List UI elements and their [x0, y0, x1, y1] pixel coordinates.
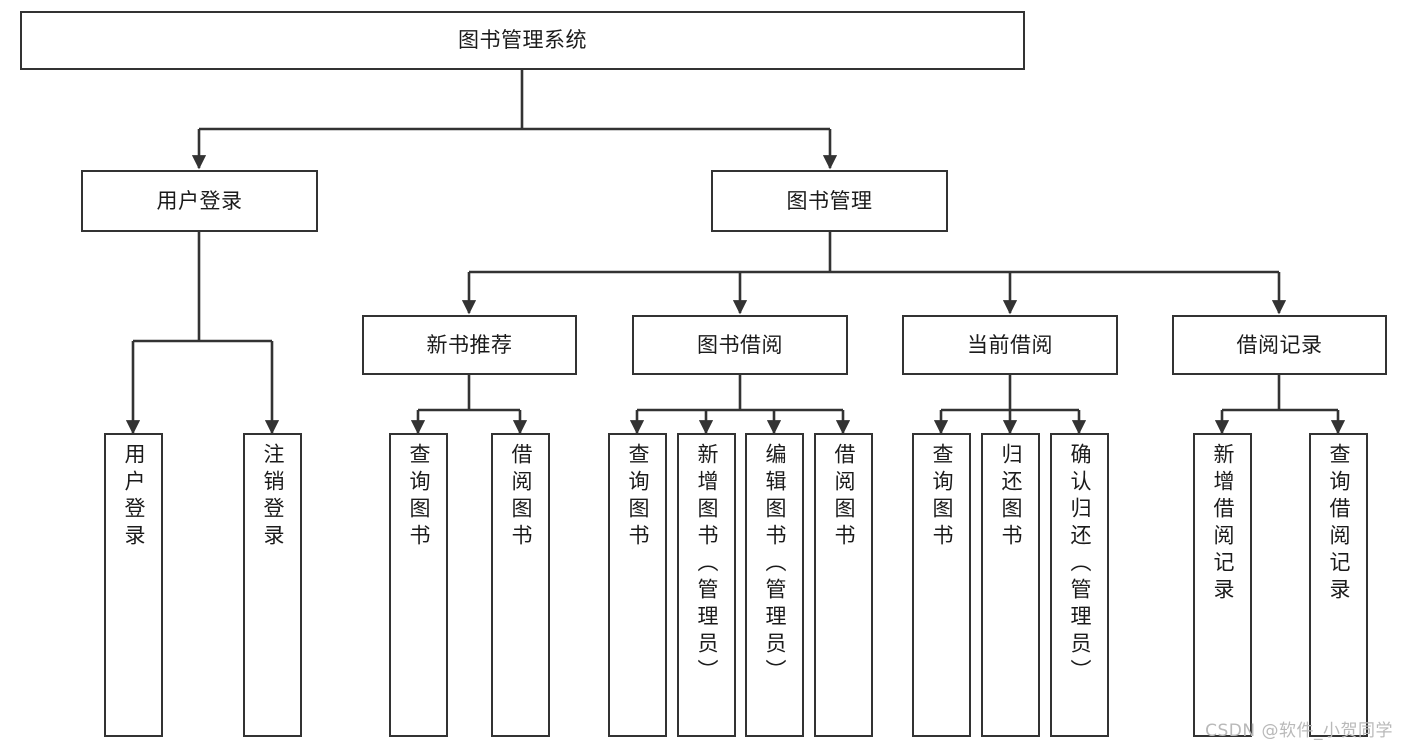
leaf-borrow-query-book[interactable]: 查询图书: [608, 433, 667, 737]
node-label: 图书管理: [786, 188, 873, 213]
leaf-record-add[interactable]: 新增借阅记录: [1193, 433, 1252, 737]
node-label: 编辑图书（管理员）: [763, 443, 787, 686]
leaf-borrow-borrow-book[interactable]: 借阅图书: [814, 433, 873, 737]
leaf-new-book-borrow[interactable]: 借阅图书: [491, 433, 550, 737]
node-label: 归还图书: [999, 443, 1023, 551]
leaf-current-query-book[interactable]: 查询图书: [912, 433, 971, 737]
leaf-logout[interactable]: 注销登录: [243, 433, 302, 737]
node-book-management[interactable]: 图书管理: [711, 170, 948, 232]
node-label: 查询图书: [407, 443, 431, 551]
node-label: 图书管理系统: [458, 28, 587, 53]
node-label: 用户登录: [156, 188, 243, 213]
node-label: 查询图书: [626, 443, 650, 551]
leaf-borrow-add-book[interactable]: 新增图书（管理员）: [677, 433, 736, 737]
leaf-borrow-edit-book[interactable]: 编辑图书（管理员）: [745, 433, 804, 737]
node-label: 用户登录: [122, 443, 146, 551]
node-label: 确认归还（管理员）: [1068, 443, 1092, 686]
watermark: CSDN @软件_小贺同学: [1205, 721, 1393, 741]
node-label: 当前借阅: [967, 332, 1053, 357]
leaf-current-return-book[interactable]: 归还图书: [981, 433, 1040, 737]
node-current-borrow[interactable]: 当前借阅: [902, 315, 1118, 375]
leaf-current-confirm-return[interactable]: 确认归还（管理员）: [1050, 433, 1109, 737]
node-label: 借阅记录: [1236, 332, 1323, 357]
node-label: 新增图书（管理员）: [695, 443, 719, 686]
leaf-new-book-query[interactable]: 查询图书: [389, 433, 448, 737]
node-label: 新书推荐: [426, 332, 513, 357]
leaf-user-login[interactable]: 用户登录: [104, 433, 163, 737]
node-label: 查询图书: [930, 443, 954, 551]
node-borrow-record[interactable]: 借阅记录: [1172, 315, 1387, 375]
node-root-system[interactable]: 图书管理系统: [20, 11, 1025, 70]
node-label: 新增借阅记录: [1211, 443, 1235, 605]
node-book-borrow[interactable]: 图书借阅: [632, 315, 848, 375]
node-label: 图书借阅: [697, 332, 783, 357]
node-user-login[interactable]: 用户登录: [81, 170, 318, 232]
node-label: 借阅图书: [509, 443, 533, 551]
leaf-record-query[interactable]: 查询借阅记录: [1309, 433, 1368, 737]
node-new-book-recommend[interactable]: 新书推荐: [362, 315, 577, 375]
node-label: 查询借阅记录: [1327, 443, 1351, 605]
node-label: 注销登录: [261, 443, 285, 551]
node-label: 借阅图书: [832, 443, 856, 551]
